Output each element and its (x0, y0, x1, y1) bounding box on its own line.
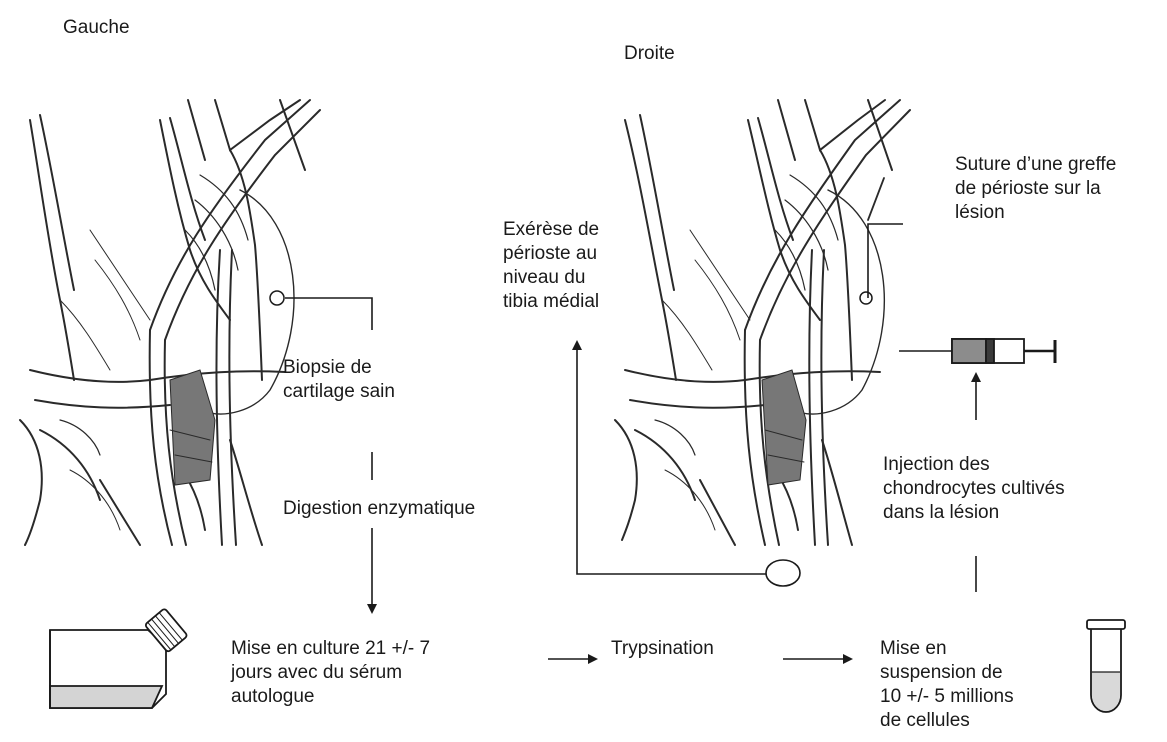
suspension-label: Mise en suspension de 10 +/- 5 millions … (880, 637, 1014, 733)
periosteum-harvest-marker (766, 560, 800, 586)
biopsy-label: Biopsie de cartilage sain (283, 356, 395, 404)
culture-flask-icon (50, 608, 188, 708)
left-knee-illustration (20, 100, 320, 545)
injection-label: Injection des chondrocytes cultivés dans… (883, 453, 1065, 525)
left-panel-title: Gauche (63, 16, 130, 40)
test-tube-icon (1087, 620, 1125, 712)
right-panel-title: Droite (624, 42, 675, 66)
periosteum-harvest-label: Exérèse de périoste au niveau du tibia m… (503, 218, 599, 314)
biopsy-leader-line (285, 298, 372, 330)
periosteum-suture-label: Suture d’une greffe de périoste sur la l… (955, 153, 1116, 225)
culture-label: Mise en culture 21 +/- 7 jours avec du s… (231, 637, 430, 709)
syringe-icon (899, 339, 1055, 363)
digestion-label: Digestion enzymatique (283, 497, 475, 521)
trypsination-label: Trypsination (611, 637, 714, 661)
right-knee-illustration (615, 100, 910, 545)
suture-leader-line (868, 224, 903, 298)
